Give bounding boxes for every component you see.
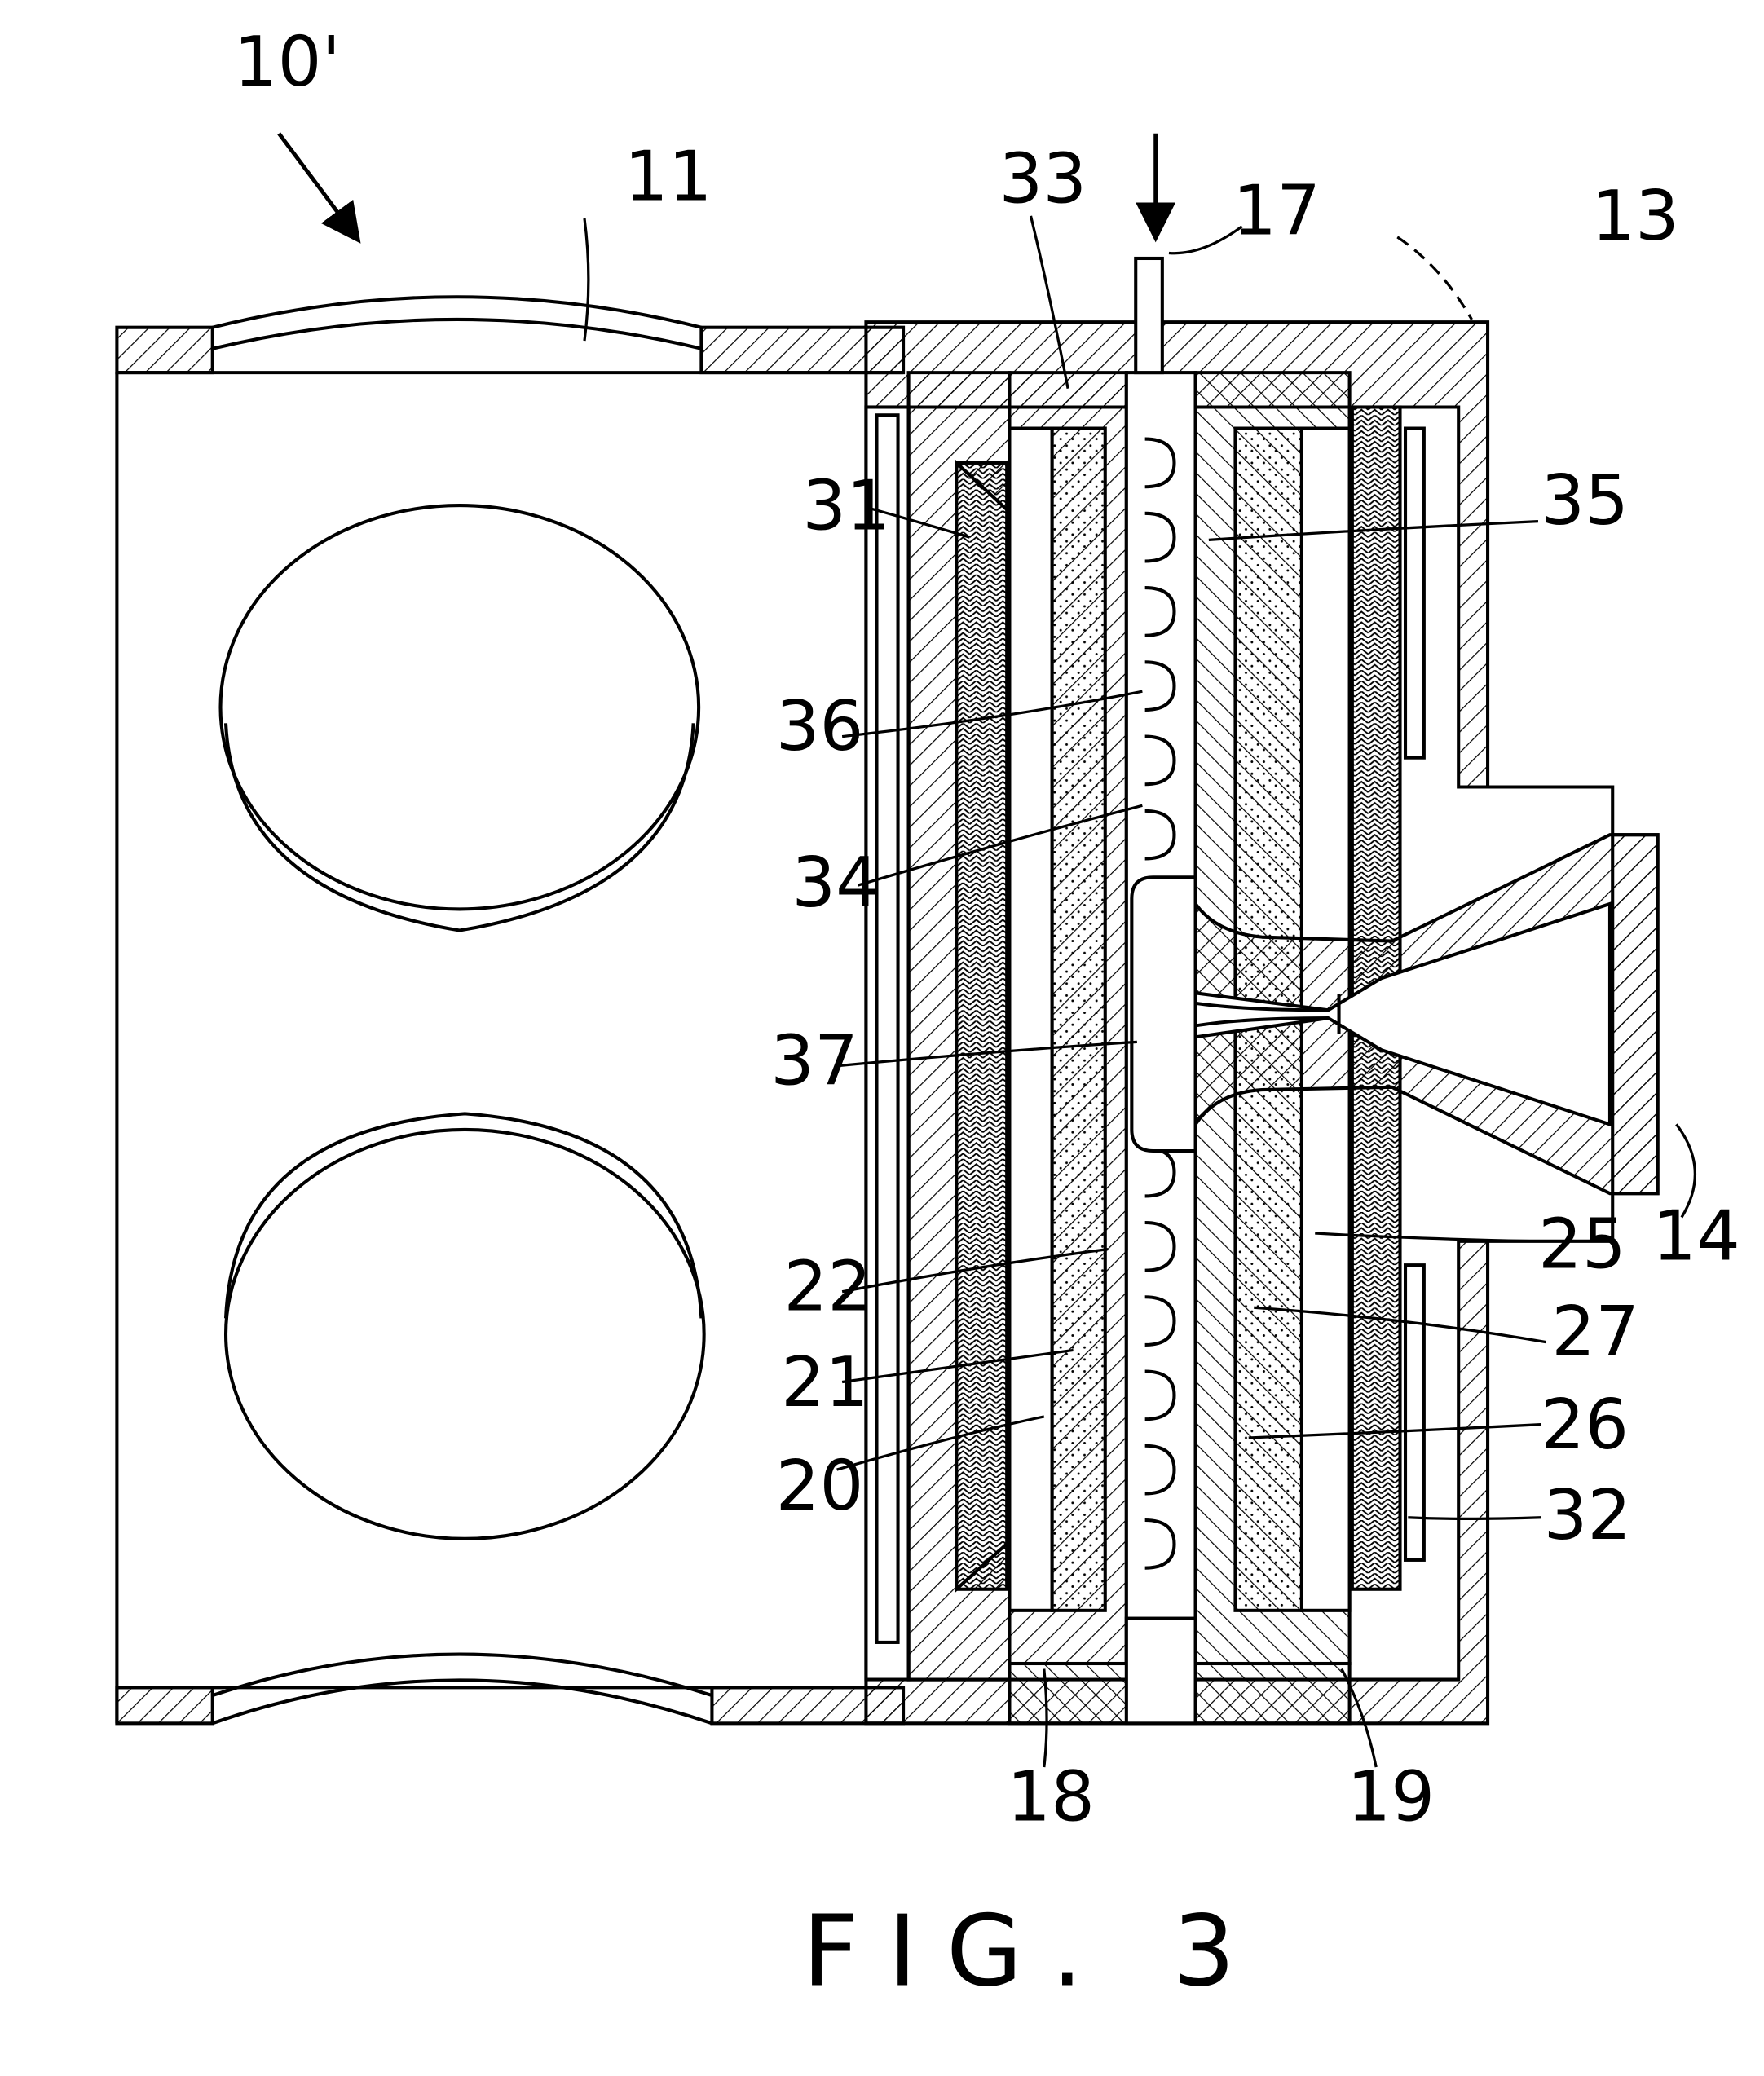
label-17: 17 [1233, 170, 1321, 251]
label-22: 22 [783, 1246, 871, 1327]
label-35: 35 [1541, 460, 1629, 540]
figure-caption: FIG. 3 [802, 1894, 1264, 2008]
label-26: 26 [1541, 1384, 1629, 1465]
label-14: 14 [1652, 1196, 1740, 1276]
label-37: 37 [770, 1020, 858, 1101]
label-11: 11 [624, 135, 712, 216]
bore-plug [1131, 877, 1195, 1151]
label-36: 36 [776, 685, 864, 766]
label-25: 25 [1538, 1203, 1626, 1284]
inlet-pipe [1136, 258, 1162, 372]
label-32: 32 [1544, 1474, 1632, 1555]
label-21: 21 [781, 1342, 869, 1422]
label-18: 18 [1007, 1756, 1095, 1836]
label-34: 34 [792, 842, 880, 923]
label-19: 19 [1347, 1756, 1435, 1836]
winding-31 [956, 463, 1007, 1589]
label-31: 31 [802, 465, 890, 545]
label-13: 13 [1591, 175, 1679, 256]
label-device: 10' [234, 21, 341, 102]
label-27: 27 [1551, 1291, 1639, 1372]
label-33: 33 [999, 139, 1087, 219]
label-20: 20 [776, 1445, 864, 1526]
device-ref-arrow [279, 134, 356, 237]
